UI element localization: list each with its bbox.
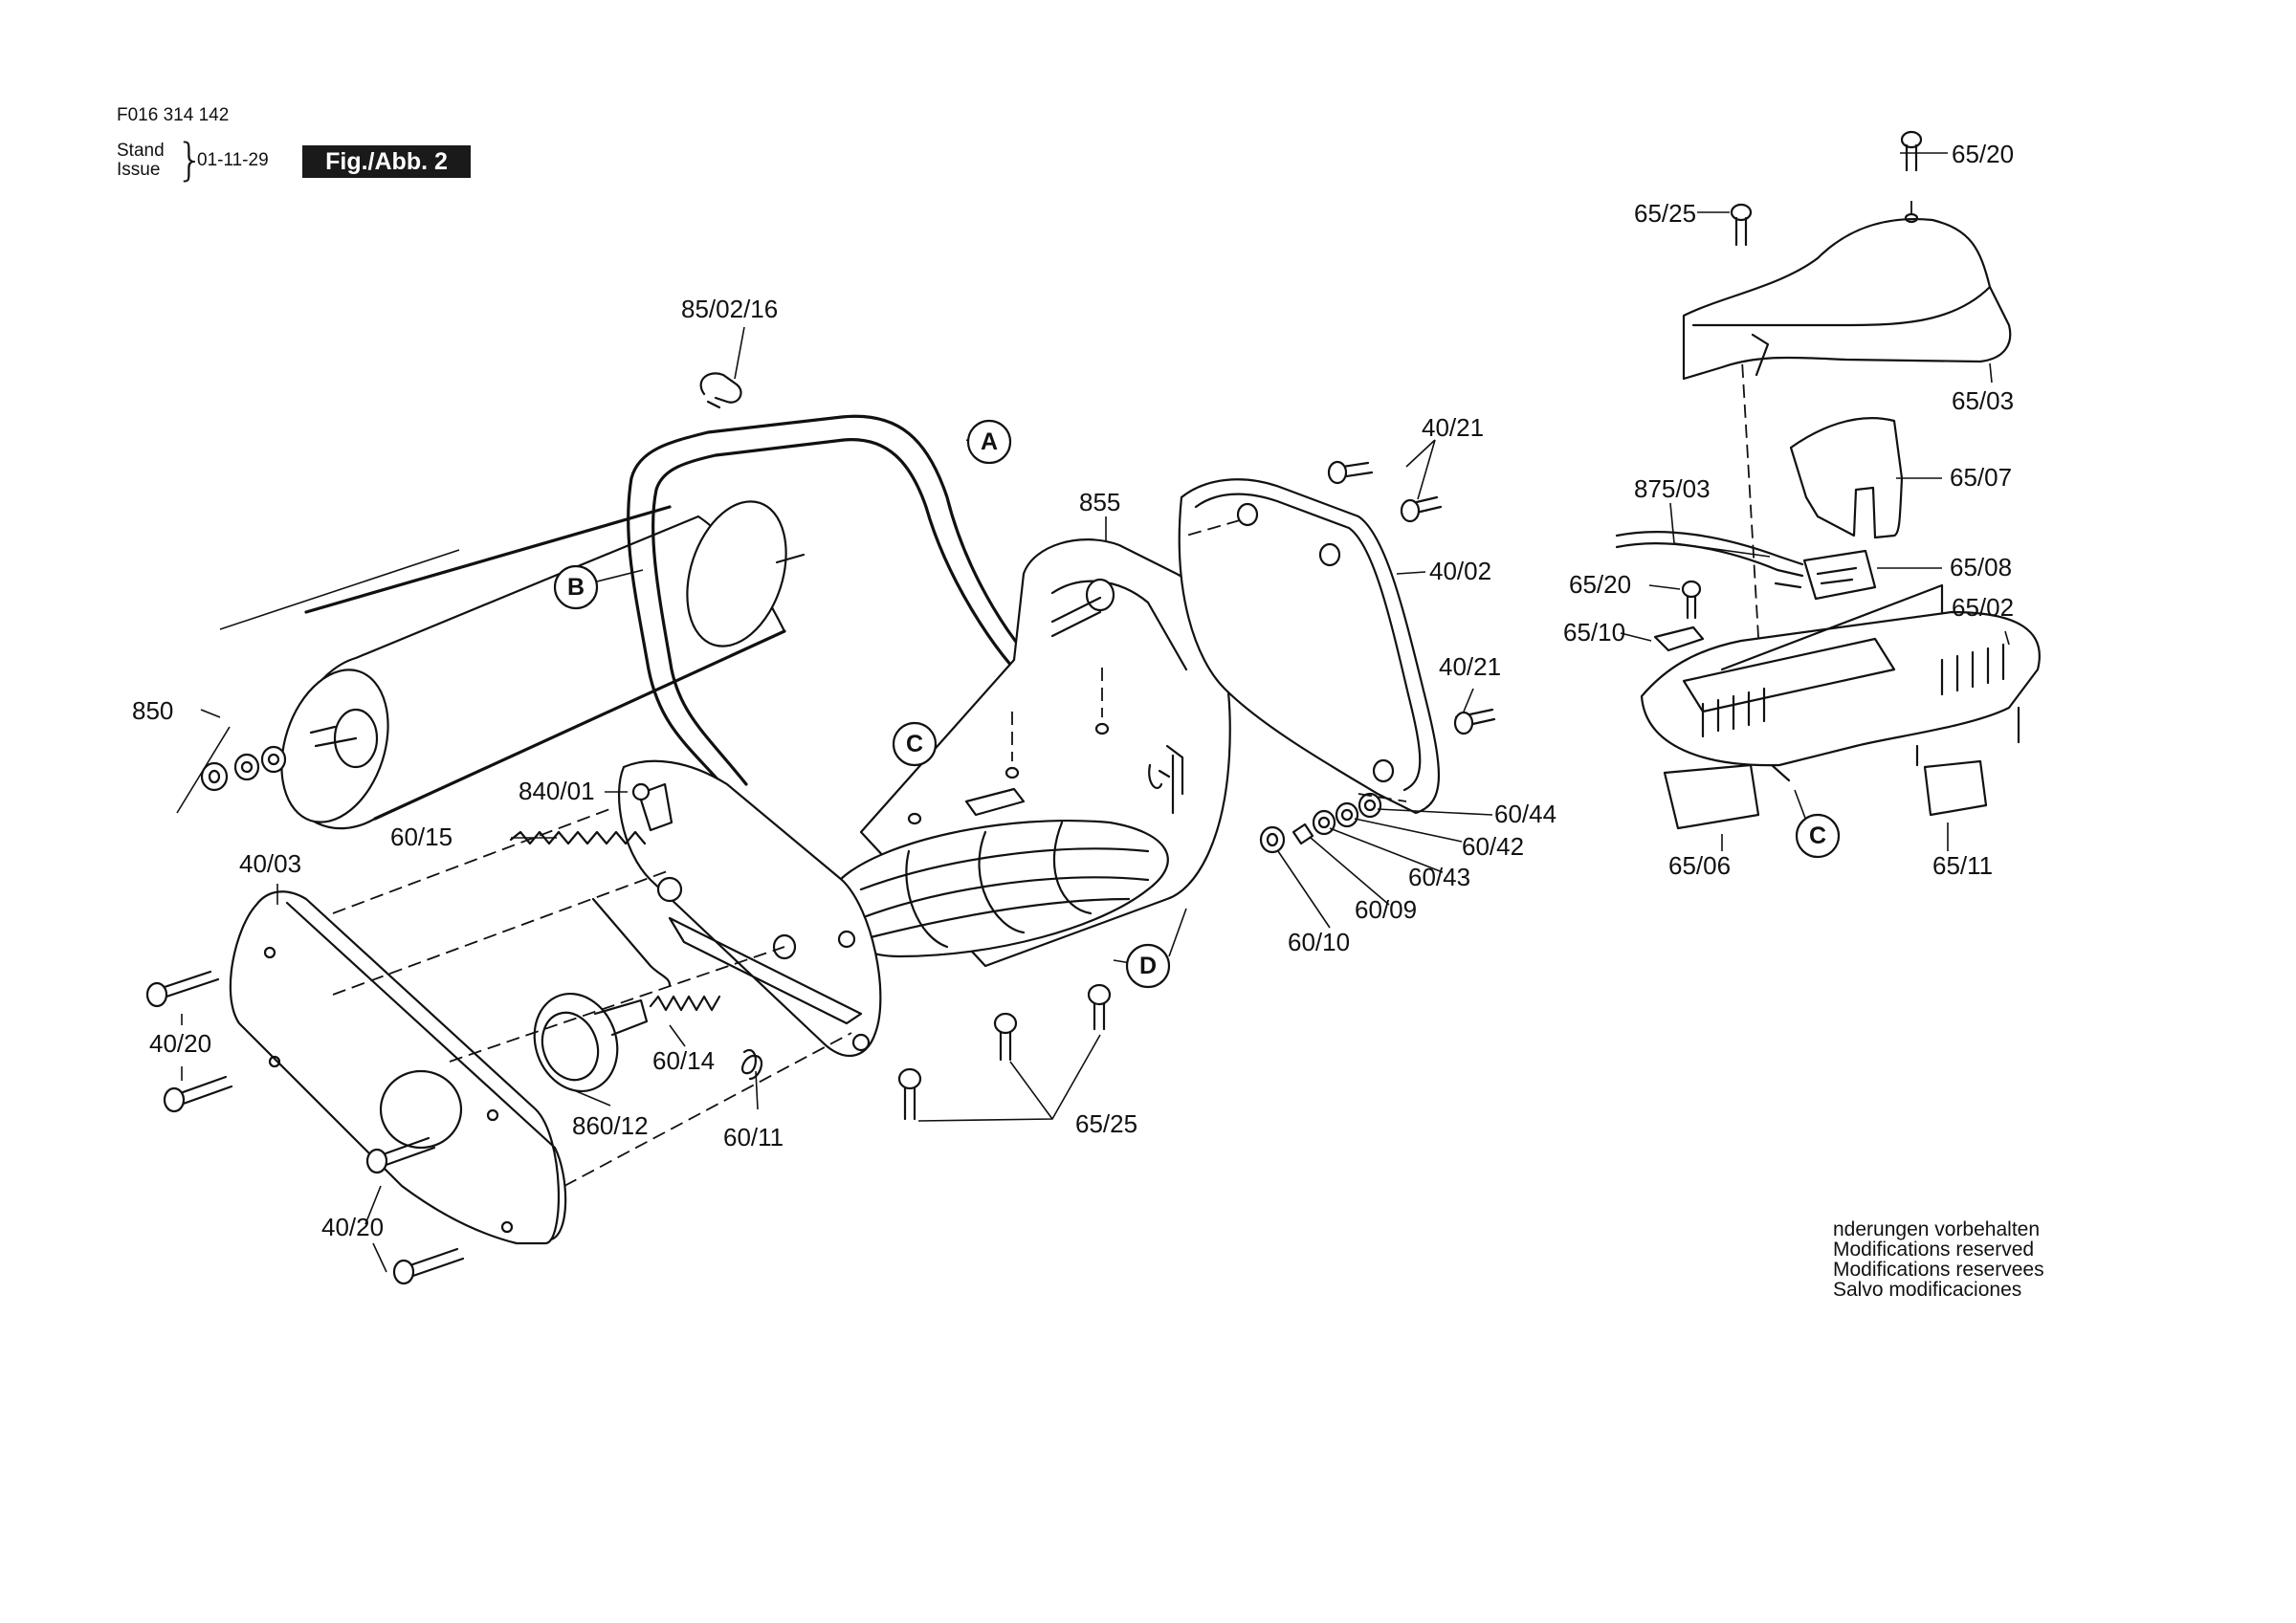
housing-holes (907, 722, 1110, 825)
label-40-21-top: 40/21 (1422, 413, 1484, 442)
label-65-20-mid: 65/20 (1569, 570, 1631, 599)
label-65-06: 65/06 (1668, 851, 1731, 880)
label-40-03: 40/03 (239, 849, 301, 878)
side-cover-right (1178, 478, 1441, 815)
switch-65-08 (1802, 549, 1877, 601)
label-65-25-top: 65/25 (1634, 199, 1696, 228)
part-labels: 85/02/16 855 40/21 40/02 40/21 850 840/0… (132, 140, 2014, 1241)
base-tray-65-02 (1640, 583, 2041, 782)
label-40-20-bottom: 40/20 (321, 1213, 384, 1241)
clamp-65-10 (1653, 625, 1705, 652)
washer-stack-right (1259, 792, 1382, 854)
svg-text:A: A (981, 428, 998, 455)
notice-line-1: nderungen vorbehalten (1833, 1218, 2041, 1240)
assembly-lines (332, 201, 1912, 1187)
label-60-44: 60/44 (1494, 800, 1556, 828)
side-plate-left (617, 759, 882, 1057)
spring-60-14 (649, 995, 721, 1012)
marker-b: B (553, 564, 644, 610)
label-65-08: 65/08 (1950, 553, 2012, 581)
spring-60-15 (509, 830, 672, 987)
label-65-11: 65/11 (1932, 851, 1993, 880)
issue-date: 01-11-29 (197, 150, 269, 170)
label-65-20-top: 65/20 (1952, 140, 2014, 168)
label-40-02: 40/02 (1429, 557, 1491, 585)
marker-c-left: C (892, 721, 938, 767)
shield-65-07 (1789, 417, 1904, 539)
roller-cylinder (176, 500, 806, 830)
label-60-09: 60/09 (1355, 895, 1417, 924)
end-plate-left (229, 890, 567, 1245)
label-840-01: 840/01 (519, 777, 595, 805)
figure-badge: Fig./Abb. 2 (302, 145, 471, 178)
brace-glyph: } (176, 134, 205, 186)
foot-65-06 (1663, 763, 1760, 830)
cap-part (533, 992, 649, 1093)
issue-label: Issue (117, 160, 161, 180)
svg-text:C: C (1809, 822, 1826, 849)
screw-65-25-top (1730, 203, 1753, 247)
label-85-02-16: 85/02/16 (681, 295, 778, 323)
label-65-25-bottom: 65/25 (1075, 1109, 1137, 1138)
screw-65-20-mid (1681, 580, 1702, 620)
handle-frame (627, 414, 1054, 792)
label-65-02: 65/02 (1952, 593, 2014, 622)
notice-line-2: Modifications reserved (1833, 1239, 2035, 1261)
washer-stack-left (200, 745, 287, 792)
label-860-12: 860/12 (572, 1111, 649, 1140)
label-60-42: 60/42 (1462, 832, 1524, 861)
document-code: F016 314 142 (117, 105, 230, 125)
modifications-notice: nderungen vorbehalten Modifications rese… (1833, 1219, 2044, 1300)
screw-65-20-top (1900, 130, 1923, 172)
notice-line-4: Salvo modificaciones (1833, 1279, 2022, 1301)
marker-a: A (966, 419, 1012, 465)
label-875-03: 875/03 (1634, 474, 1711, 503)
leader-lines (181, 152, 2010, 1273)
marker-d: D (1125, 908, 1187, 989)
stand-label: Stand (117, 141, 165, 161)
label-60-15: 60/15 (390, 822, 453, 851)
marker-c-right: C (1795, 813, 1841, 859)
label-60-10: 60/10 (1288, 928, 1350, 956)
label-40-20-left: 40/20 (149, 1029, 211, 1058)
clip-part (699, 372, 742, 409)
label-60-11: 60/11 (723, 1123, 784, 1151)
label-855: 855 (1079, 488, 1120, 516)
label-850: 850 (132, 696, 173, 725)
label-65-10: 65/10 (1563, 618, 1625, 647)
foot-65-11 (1923, 759, 1988, 817)
svg-text:C: C (906, 731, 923, 757)
notice-line-3: Modifications reservees (1833, 1259, 2044, 1281)
label-60-14: 60/14 (652, 1046, 715, 1075)
spring-60-11 (741, 1048, 763, 1081)
screws (145, 460, 1496, 1285)
svg-text:D: D (1139, 953, 1157, 979)
label-65-07: 65/07 (1950, 463, 2012, 492)
label-65-03: 65/03 (1952, 386, 2014, 415)
svg-text:B: B (567, 574, 585, 601)
top-cover-65-03 (1682, 212, 2012, 381)
label-60-43: 60/43 (1408, 863, 1470, 891)
stand-issue-label: Stand Issue (117, 142, 165, 180)
cable-875-03 (1615, 531, 1804, 589)
label-40-21-mid: 40/21 (1439, 652, 1501, 681)
